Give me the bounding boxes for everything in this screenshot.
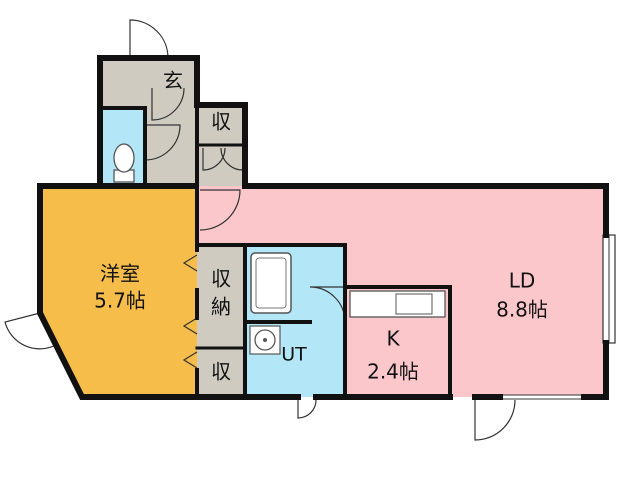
storage-small-label: 収: [211, 360, 231, 384]
living-dining-name: LD: [509, 269, 536, 293]
storage-small-fill: [197, 348, 245, 395]
western-room-name: 洋室: [100, 262, 140, 286]
western-room-fill: [40, 186, 197, 395]
washbasin: [249, 325, 281, 355]
living-dining-fill: [197, 186, 606, 397]
entrance-door: [129, 19, 169, 59]
utility-label: UT: [281, 344, 307, 366]
kitchen-counter: [349, 290, 446, 318]
storage-top-label: 収: [211, 110, 231, 134]
toilet-bowl: [113, 143, 135, 183]
ld-window: [602, 234, 616, 344]
kitchen-name: K: [386, 327, 400, 351]
bathtub: [250, 252, 292, 314]
closet-label-2: 納: [211, 295, 231, 319]
kitchen-size: 2.4帖: [367, 360, 419, 384]
living-dining-size: 8.8帖: [496, 298, 548, 322]
western-room-size: 5.7帖: [94, 289, 146, 313]
genkan-label: 玄: [163, 69, 183, 93]
closet-fill: [197, 245, 245, 348]
closet-label-1: 収: [211, 267, 231, 291]
